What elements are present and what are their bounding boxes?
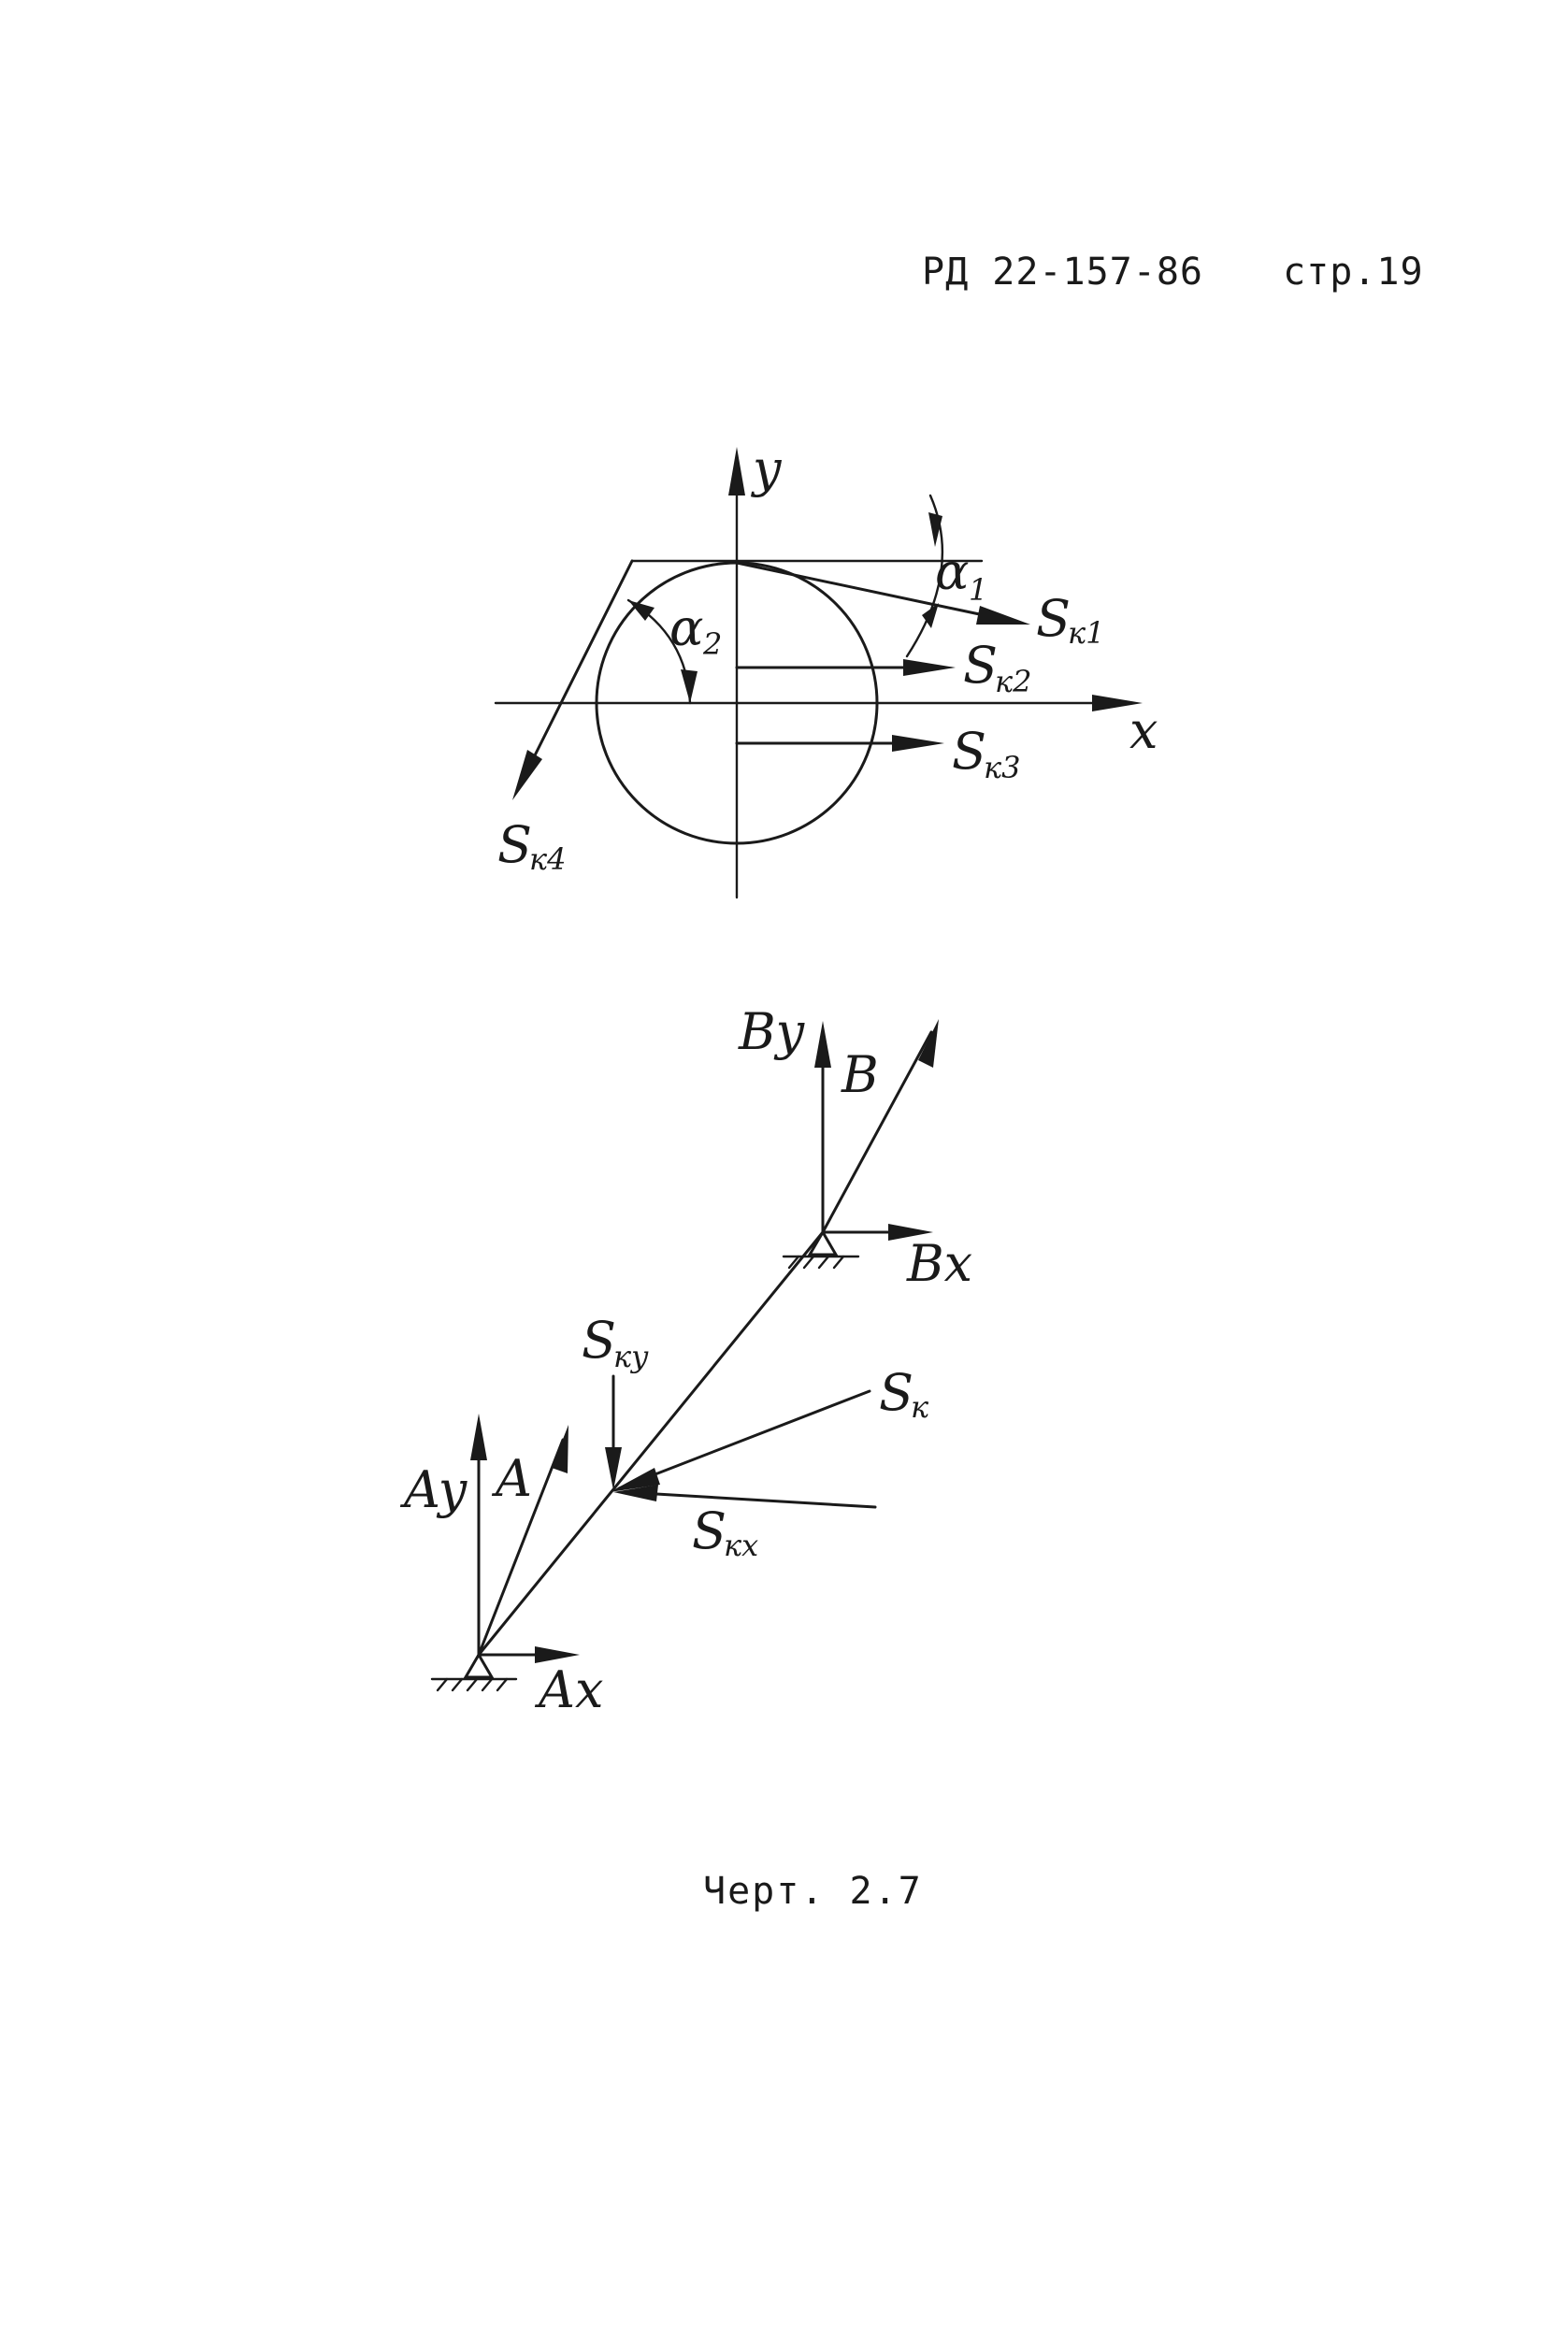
label-skx-subscript: кx xyxy=(724,1528,758,1563)
force-sky-arrowhead xyxy=(605,1447,622,1490)
label-bx: Bx xyxy=(906,1234,972,1293)
force-sk3-arrowhead xyxy=(892,735,944,752)
force-sk4-subscript: к4 xyxy=(529,841,566,877)
force-sk4-arrowhead xyxy=(512,750,542,800)
axis-x-label: x xyxy=(1129,701,1158,760)
force-sk4-label: S xyxy=(497,815,532,874)
label-sky-subscript: кy xyxy=(613,1339,649,1374)
reaction-b-arrowhead xyxy=(918,1019,939,1068)
force-sk-line xyxy=(617,1389,871,1490)
force-sk2-subscript: к2 xyxy=(995,664,1031,699)
angle-alpha1-arrow-top xyxy=(928,512,942,547)
label-a: A xyxy=(491,1449,532,1508)
force-sk1-subscript: к1 xyxy=(1068,615,1104,651)
force-sk3-subscript: к3 xyxy=(984,750,1020,785)
reaction-by-arrowhead xyxy=(814,1021,831,1068)
y-axis-arrowhead xyxy=(728,447,745,495)
axis-y-label: y xyxy=(751,439,783,498)
support-a-hatch xyxy=(481,1677,494,1692)
angle-alpha2-arrow-bottom xyxy=(681,669,698,703)
reaction-ay-arrowhead xyxy=(470,1414,487,1460)
label-b: B xyxy=(841,1045,879,1104)
drum-diagram: y x α 1 α 2 S к1 S к2 S к3 S к4 xyxy=(494,439,1158,899)
page-number: стр.19 xyxy=(1283,251,1424,294)
support-a-hatch xyxy=(436,1677,449,1692)
force-sk2-label: S xyxy=(963,636,998,695)
angle-alpha1-label: α xyxy=(935,542,969,601)
force-sk1-label: S xyxy=(1036,589,1071,648)
beam-line xyxy=(477,1230,825,1657)
angle-alpha2-arrow-top xyxy=(628,600,655,621)
force-sk1-line xyxy=(735,561,1021,625)
figure-caption: Черт. 2.7 xyxy=(703,1870,923,1913)
label-ax: Ax xyxy=(534,1660,603,1719)
label-sky: S xyxy=(582,1311,616,1370)
angle-alpha2-label: α xyxy=(669,598,703,657)
angle-alpha1-arc xyxy=(905,494,944,658)
document-code: РД 22-157-86 xyxy=(922,251,1203,294)
support-a-hatch xyxy=(451,1677,464,1692)
force-skx-arrowhead xyxy=(613,1485,658,1501)
label-sk: S xyxy=(879,1363,913,1422)
label-skx: S xyxy=(692,1501,726,1560)
force-sk2-arrowhead xyxy=(903,659,956,676)
force-sk3-label: S xyxy=(952,722,986,781)
beam-diagram: By B Bx Ay A Ax S к S кy S кx xyxy=(399,1002,972,1719)
force-sk4-line xyxy=(518,559,634,787)
reaction-bx-arrowhead xyxy=(888,1224,933,1241)
support-a-triangle xyxy=(463,1652,495,1679)
support-b-triangle xyxy=(807,1229,839,1257)
support-a-hatch xyxy=(496,1677,509,1692)
angle-alpha1-arrow-bottom xyxy=(922,603,939,628)
label-ay: Ay xyxy=(399,1460,468,1519)
force-sk1-arrowhead xyxy=(976,606,1030,625)
reaction-ax-arrowhead xyxy=(535,1646,580,1663)
support-b-hatch xyxy=(802,1255,815,1270)
label-sk-subscript: к xyxy=(911,1389,929,1425)
reaction-b-line xyxy=(821,1030,933,1234)
page-header: РД 22-157-86 стр.19 xyxy=(922,251,1424,294)
angle-alpha2-subscript: 2 xyxy=(702,626,722,662)
support-b-hatch xyxy=(787,1255,800,1270)
force-sk-arrowhead xyxy=(610,1468,660,1492)
x-axis-arrowhead xyxy=(1092,695,1143,711)
support-a-hatch xyxy=(466,1677,479,1692)
support-b-hatch xyxy=(832,1255,845,1270)
angle-alpha1-subscript: 1 xyxy=(969,572,987,608)
support-b-hatch xyxy=(817,1255,830,1270)
reaction-a-line xyxy=(477,1438,565,1657)
reaction-a-arrowhead xyxy=(552,1425,568,1473)
force-skx-line xyxy=(623,1490,877,1509)
label-by: By xyxy=(738,1002,806,1061)
